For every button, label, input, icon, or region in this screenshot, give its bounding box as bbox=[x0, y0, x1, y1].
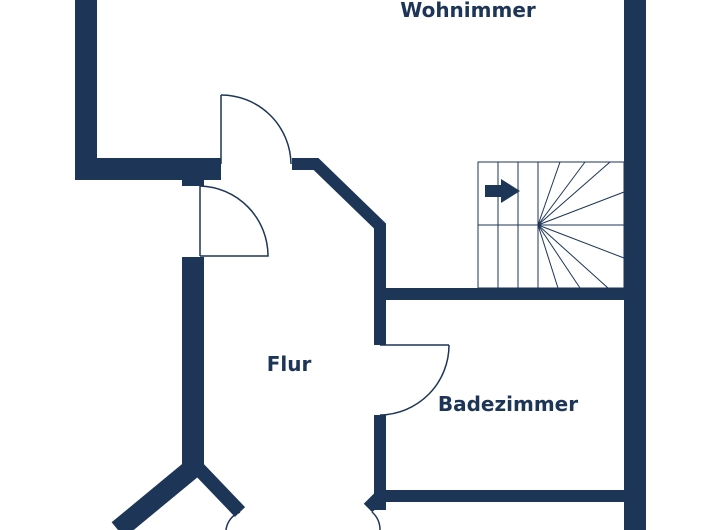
wall-bath-top bbox=[374, 288, 646, 300]
doors bbox=[199, 94, 450, 530]
wall-bath-left-lower bbox=[374, 415, 386, 510]
door-lower-right bbox=[371, 511, 381, 530]
walls bbox=[75, 0, 646, 530]
stair-direction-arrow bbox=[485, 179, 520, 203]
door-living-hall bbox=[220, 94, 292, 165]
door-hall-left bbox=[199, 185, 269, 257]
wall-diagonal-upper bbox=[292, 158, 386, 288]
diagonal-walls bbox=[111, 158, 391, 530]
wall-hall-left bbox=[182, 257, 204, 470]
wall-living-left bbox=[75, 0, 97, 180]
wall-bath-bottom bbox=[380, 490, 646, 502]
wall-stub-hall bbox=[182, 170, 204, 186]
room-label-wohnimmer: Wohnimmer bbox=[400, 0, 536, 22]
wall-right-outer bbox=[624, 0, 646, 530]
wall-diagonal-bath-corner bbox=[363, 485, 391, 513]
wall-diagonal-lower-right bbox=[190, 461, 246, 517]
wall-diagonal-lower-left bbox=[111, 460, 200, 530]
door-bathroom bbox=[379, 344, 450, 416]
room-label-badezimmer: Badezimmer bbox=[438, 392, 578, 416]
room-label-flur: Flur bbox=[267, 352, 312, 376]
door-lower-left bbox=[225, 511, 241, 530]
staircase bbox=[477, 161, 625, 289]
